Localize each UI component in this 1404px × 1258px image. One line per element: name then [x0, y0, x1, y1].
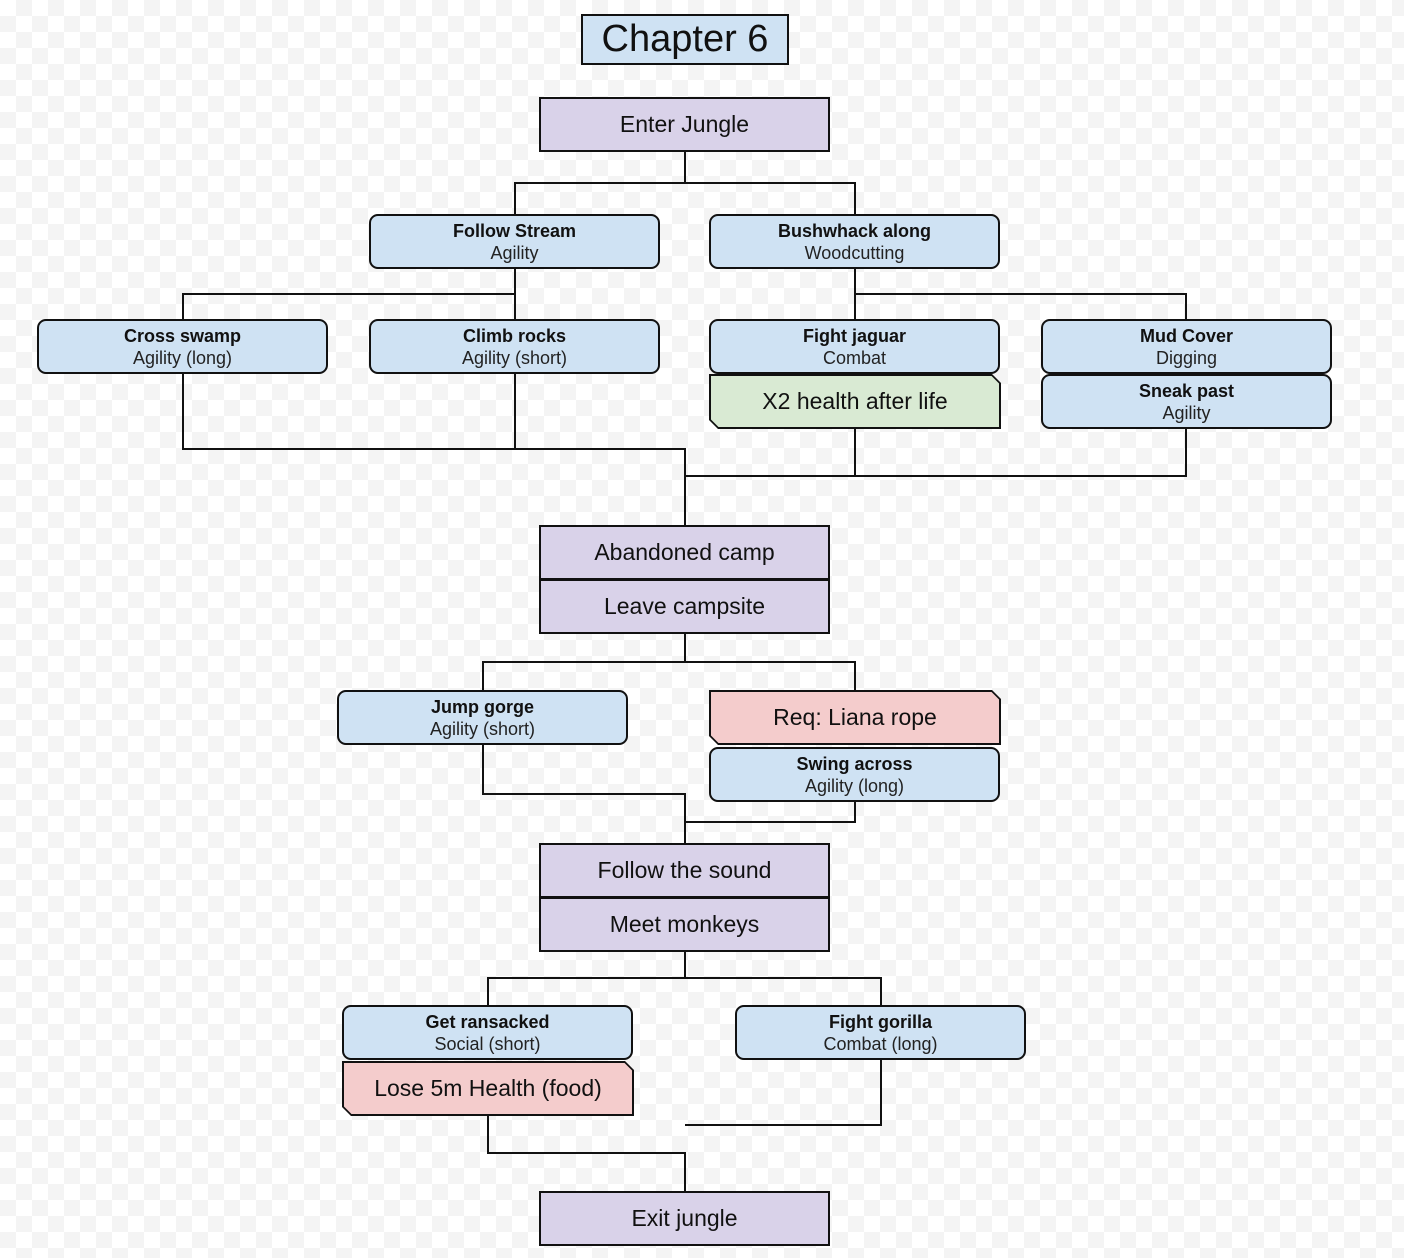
choice-skill: Woodcutting [804, 242, 905, 263]
choice-title: Fight gorilla [829, 1011, 932, 1032]
choice-skill: Agility (short) [429, 718, 536, 739]
node-bushwhack-along[interactable]: Bushwhack along Woodcutting [709, 214, 1000, 269]
choice-skill: Agility (long) [132, 347, 233, 368]
edge-follow-stream-to-cross-swamp [182, 268, 516, 319]
node-mud-cover[interactable]: Mud Cover Digging [1041, 319, 1332, 374]
edge-sneak-past-to-camp [855, 428, 1187, 477]
node-climb-rocks[interactable]: Climb rocks Agility (short) [369, 319, 660, 374]
node-sneak-past[interactable]: Sneak past Agility [1041, 374, 1332, 429]
choice-skill: Agility (short) [461, 347, 568, 368]
edge-x2-health-to-camp [685, 428, 856, 477]
edge-gorilla-to-exit [685, 1059, 882, 1126]
node-label: Req: Liana rope [773, 704, 937, 730]
node-lose-health-penalty[interactable]: Lose 5m Health (food) [342, 1061, 634, 1116]
choice-title: Bushwhack along [777, 220, 932, 241]
choice-skill: Agility [1162, 402, 1211, 423]
edge-monkeys-to-ransacked [487, 951, 686, 1005]
choice-title: Mud Cover [1139, 325, 1233, 346]
node-req-liana-rope[interactable]: Req: Liana rope [709, 690, 1001, 745]
choice-title: Swing across [796, 753, 913, 774]
chapter-title-text: Chapter 6 [601, 18, 769, 60]
choice-title: Jump gorge [430, 696, 534, 717]
node-abandoned-camp[interactable]: Abandoned camp [539, 525, 830, 580]
chapter-title: Chapter 6 [581, 14, 789, 65]
choice-title: Follow Stream [452, 220, 577, 241]
choice-title: Get ransacked [425, 1011, 550, 1032]
node-fight-jaguar[interactable]: Fight jaguar Combat [709, 319, 1000, 374]
node-cross-swamp[interactable]: Cross swamp Agility (long) [37, 319, 328, 374]
edge-enter-to-bushwhack [685, 182, 856, 214]
node-get-ransacked[interactable]: Get ransacked Social (short) [342, 1005, 633, 1060]
node-x2-health-bonus[interactable]: X2 health after life [709, 374, 1001, 429]
choice-title: Climb rocks [462, 325, 567, 346]
choice-title: Sneak past [1138, 380, 1235, 401]
node-label: X2 health after life [762, 388, 948, 414]
node-label: Follow the sound [597, 857, 772, 883]
node-enter-jungle[interactable]: Enter Jungle [539, 97, 830, 152]
node-meet-monkeys[interactable]: Meet monkeys [539, 897, 830, 952]
node-label: Enter Jungle [619, 111, 750, 137]
choice-title: Cross swamp [123, 325, 242, 346]
node-label: Leave campsite [603, 593, 766, 619]
edge-leave-campsite-to-jump-gorge [482, 633, 686, 690]
choice-skill: Agility [490, 242, 539, 263]
node-follow-stream[interactable]: Follow Stream Agility [369, 214, 660, 269]
edge-bushwhack-to-mud-cover [855, 293, 1187, 319]
node-label: Meet monkeys [609, 911, 760, 937]
edge-jump-gorge-to-sound [482, 745, 686, 843]
node-leave-campsite[interactable]: Leave campsite [539, 579, 830, 634]
node-label: Lose 5m Health (food) [374, 1075, 602, 1101]
node-exit-jungle[interactable]: Exit jungle [539, 1191, 830, 1246]
edge-lose-health-to-exit [487, 1115, 686, 1191]
node-label: Abandoned camp [594, 539, 775, 565]
node-jump-gorge[interactable]: Jump gorge Agility (short) [337, 690, 628, 745]
choice-skill: Agility (long) [804, 775, 905, 796]
choice-title: Fight jaguar [803, 325, 906, 346]
node-fight-gorilla[interactable]: Fight gorilla Combat (long) [735, 1005, 1026, 1060]
choice-skill: Combat [822, 347, 887, 368]
edge-enter-to-follow-stream [514, 151, 686, 214]
choice-skill: Social (short) [434, 1033, 541, 1054]
edge-swing-across-to-sound [685, 802, 856, 823]
node-label: Exit jungle [631, 1205, 738, 1231]
node-swing-across[interactable]: Swing across Agility (long) [709, 747, 1000, 802]
choice-skill: Digging [1155, 347, 1218, 368]
edge-cross-swamp-to-camp [182, 373, 686, 525]
edge-monkeys-to-gorilla [685, 977, 882, 1005]
node-follow-the-sound[interactable]: Follow the sound [539, 843, 830, 898]
edge-leave-campsite-to-liana [685, 661, 856, 690]
choice-skill: Combat (long) [823, 1033, 938, 1054]
